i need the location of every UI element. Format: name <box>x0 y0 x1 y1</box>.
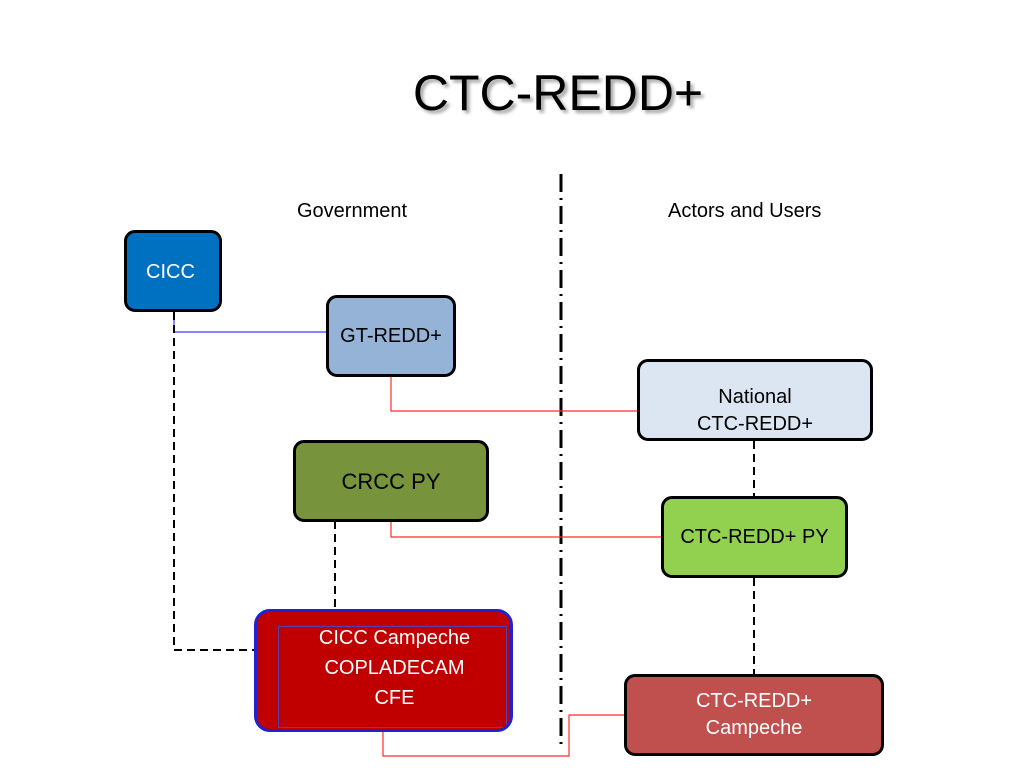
link-cicc-campeche-ctc-campeche <box>382 714 626 757</box>
link-crcc-ctc-py <box>390 521 662 538</box>
cicc-campeche-inner-frame <box>278 626 507 728</box>
link-gt-redd-national <box>390 376 638 412</box>
diagram-title: CTC-REDD+ <box>412 65 704 121</box>
node-crcc-py: CRCC PY <box>293 440 489 522</box>
node-national-ctc-redd: National CTC-REDD+ <box>637 359 873 441</box>
link-cicc-gt-redd <box>173 312 328 333</box>
actors-users-column-label: Actors and Users <box>668 200 822 222</box>
link-cicc-cicc-campeche <box>173 312 255 651</box>
node-gt-redd: GT-REDD+ <box>326 295 456 377</box>
cicc-campeche-label: CICC Campeche COPLADECAM CFE <box>318 626 471 709</box>
node-cicc-campeche: CICC Campeche COPLADECAM CFE <box>254 609 513 732</box>
government-column-label: Government <box>297 200 408 222</box>
node-cicc: CICC <box>124 230 222 312</box>
node-ctc-redd-campeche: CTC-REDD+ Campeche <box>624 674 884 756</box>
node-ctc-redd-py: CTC-REDD+ PY <box>661 496 848 578</box>
